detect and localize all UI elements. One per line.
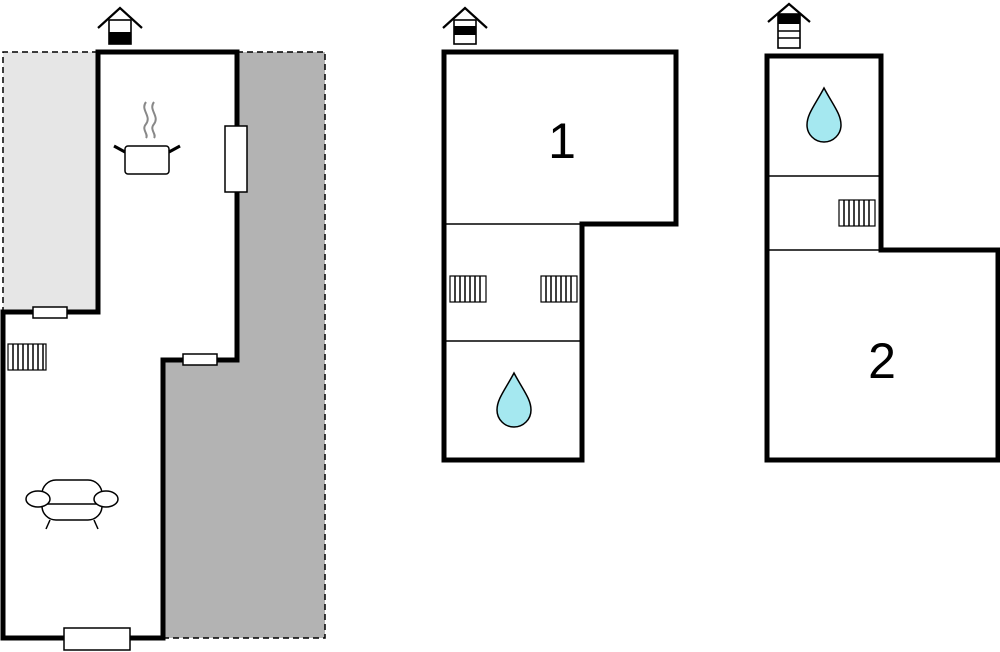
radiator-icon xyxy=(838,199,876,227)
second-floor-plan: 2 xyxy=(764,2,1000,463)
water-drop-icon xyxy=(806,86,842,143)
window-icon xyxy=(182,353,218,366)
radiator-icon xyxy=(7,343,47,371)
outdoor-boundary-dashed xyxy=(2,51,98,312)
window-icon xyxy=(32,306,68,319)
house-level-icon xyxy=(442,6,488,45)
terrace-light-area xyxy=(3,52,98,312)
water-drop-icon xyxy=(496,371,532,428)
radiator-icon xyxy=(540,275,578,303)
room-label-2: 2 xyxy=(868,333,896,389)
second-floor-walls xyxy=(764,53,1000,463)
cooking-pot-icon xyxy=(113,101,181,175)
window-icon xyxy=(63,627,131,651)
ground-floor-plan xyxy=(0,6,326,651)
house-level-icon xyxy=(767,2,811,49)
terrace-dark-area xyxy=(163,52,325,638)
room-label-1: 1 xyxy=(548,113,576,169)
outdoor-boundary-dashed-right xyxy=(163,51,326,639)
sofa-icon xyxy=(25,479,119,530)
house-level-icon xyxy=(97,6,143,45)
radiator-icon xyxy=(449,275,487,303)
first-floor-plan: 1 xyxy=(441,6,679,463)
window-icon xyxy=(224,125,248,193)
